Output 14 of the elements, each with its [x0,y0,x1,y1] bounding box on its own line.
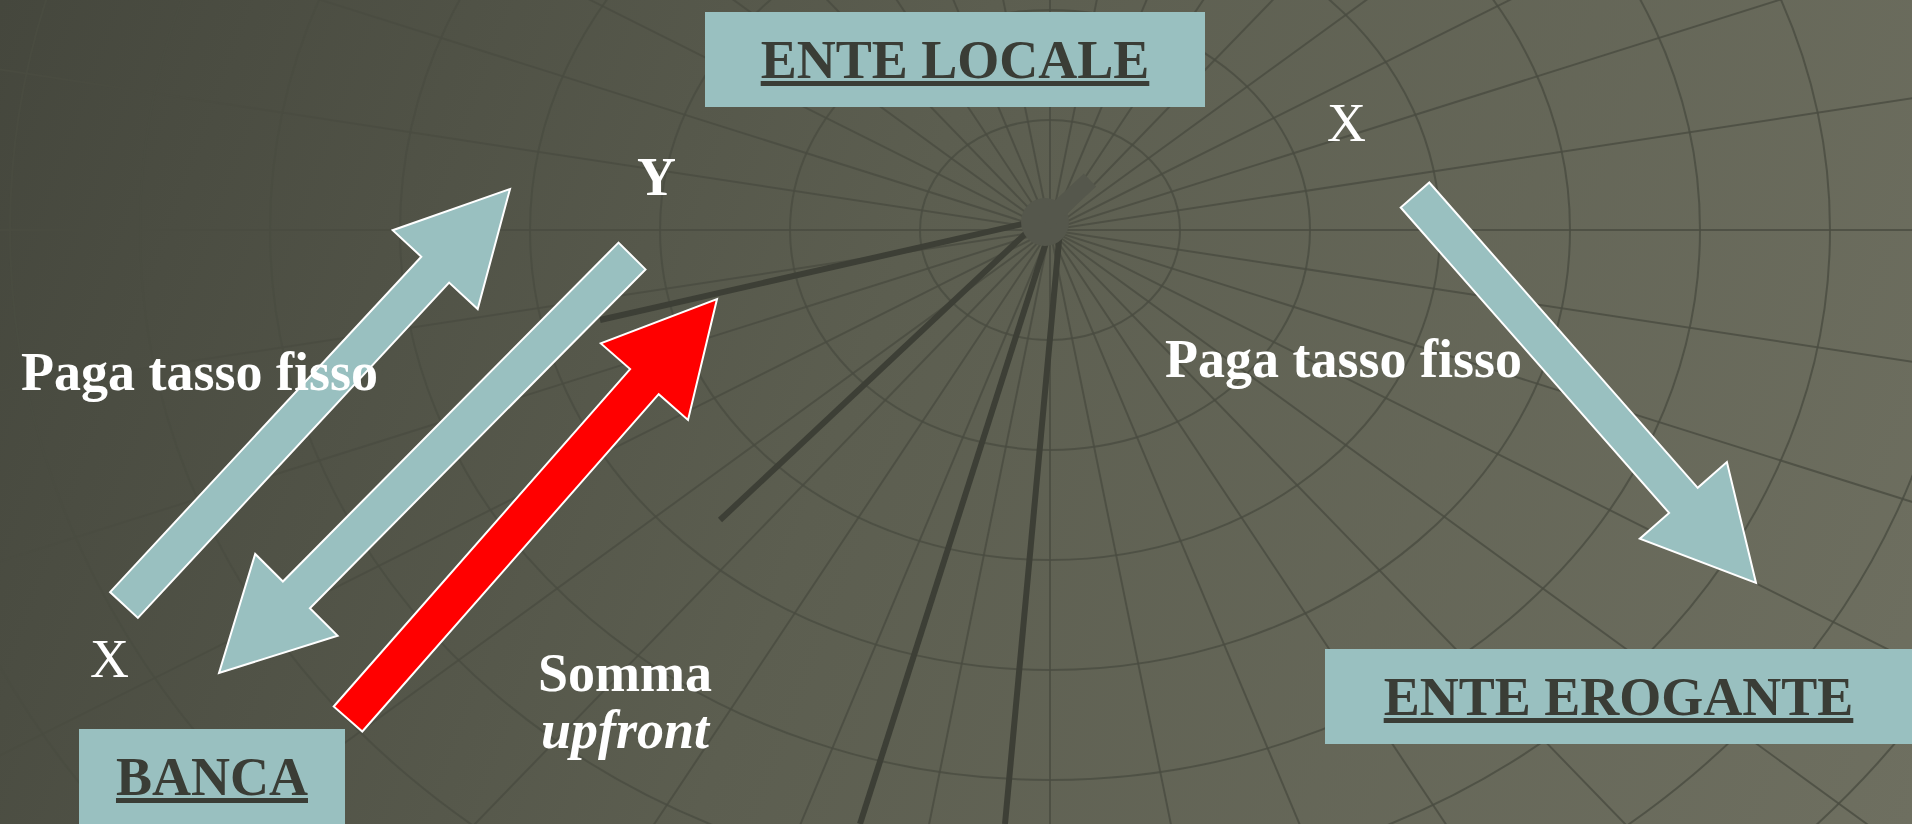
box-title: BANCA [116,745,308,808]
block-arrow [108,187,512,620]
label-box [1325,649,1912,744]
block-arrow [1399,181,1758,585]
box-title: ENTE EROGANTE [1383,665,1854,728]
variable-label: X [90,632,129,686]
variable-label: Y [637,150,676,204]
block-arrow [332,297,719,733]
block-arrow [217,241,647,675]
label-box [705,12,1205,107]
edge-label: Somma upfront [537,645,713,759]
label-box [79,729,345,824]
box-title: ENTE LOCALE [760,28,1150,91]
variable-label: X [1327,96,1366,150]
